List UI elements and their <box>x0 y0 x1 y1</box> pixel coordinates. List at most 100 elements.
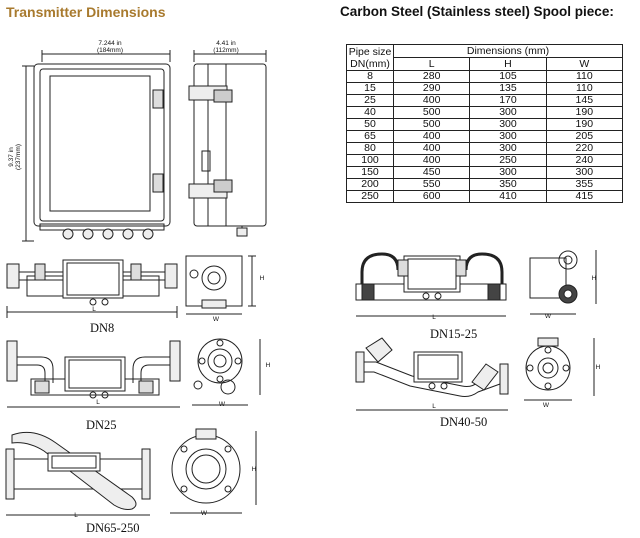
cell-L: 600 <box>392 190 471 203</box>
cell-dn: 25 <box>346 94 394 107</box>
cell-H: 135 <box>469 82 547 95</box>
dn8-label: DN8 <box>90 321 115 335</box>
dn40-50-dim-H: H <box>595 364 601 371</box>
cell-W: 240 <box>545 154 624 167</box>
cell-dn: 80 <box>346 142 394 155</box>
dn65-250-dim-W: W <box>200 510 208 517</box>
cell-dn: 150 <box>346 166 394 179</box>
cell-W: 190 <box>545 118 624 131</box>
cell-W: 190 <box>545 106 624 119</box>
dn15-25-label: DN15-25 <box>430 327 478 341</box>
cell-H: 105 <box>469 70 547 83</box>
dn40-50-dim-W: W <box>542 402 550 409</box>
cell-W: 110 <box>545 82 624 95</box>
header-pipe-size: Pipe size DN(mm) <box>346 44 394 71</box>
cell-dn: 200 <box>346 178 394 191</box>
dn40-50-front-view <box>352 334 512 414</box>
cell-W: 355 <box>545 178 624 191</box>
cell-H: 300 <box>469 130 547 143</box>
transmitter-depth-label: 4.41 in (112mm) <box>201 40 251 54</box>
dn25-end-view <box>188 335 268 415</box>
cell-L: 500 <box>392 106 471 119</box>
transmitter-height-in: 9.37 in <box>8 147 15 167</box>
dn25-front-view <box>5 335 185 415</box>
header-W: W <box>545 57 624 71</box>
dn65-250-dim-H: H <box>251 466 257 473</box>
dn25-dim-L: L <box>96 399 100 406</box>
cell-L: 500 <box>392 118 471 131</box>
cell-H: 250 <box>469 154 547 167</box>
transmitter-depth-in: 4.41 in <box>216 40 236 47</box>
cell-L: 550 <box>392 178 471 191</box>
cell-dn: 250 <box>346 190 394 203</box>
table-subheader-row: L H W <box>347 57 624 71</box>
cell-W: 110 <box>545 70 624 83</box>
cell-dn: 65 <box>346 130 394 143</box>
cell-L: 280 <box>392 70 471 83</box>
cell-L: 400 <box>392 154 471 167</box>
spool-piece-title: Carbon Steel (Stainless steel) Spool pie… <box>340 4 614 19</box>
cell-H: 300 <box>469 118 547 131</box>
dn15-25-dim-H: H <box>591 275 597 282</box>
header-L: L <box>392 57 471 71</box>
cell-L: 400 <box>392 142 471 155</box>
dn8-dim-H: H <box>259 275 265 282</box>
cell-W: 220 <box>545 142 624 155</box>
cell-dn: 50 <box>346 118 394 131</box>
dn65-250-end-view <box>160 425 265 525</box>
dn65-250-dim-L: L <box>74 512 78 519</box>
transmitter-width-in: 7.244 in <box>98 40 122 47</box>
cell-H: 170 <box>469 94 547 107</box>
dn65-250-front-view <box>4 425 159 525</box>
cell-H: 300 <box>469 142 547 155</box>
cell-dn: 8 <box>346 70 394 83</box>
cell-W: 205 <box>545 130 624 143</box>
table-header-row: Pipe size DN(mm) Dimensions (mm) <box>346 44 623 71</box>
dn40-50-label: DN40-50 <box>440 415 488 429</box>
header-dimensions: Dimensions (mm) <box>393 44 623 58</box>
transmitter-side-view <box>186 56 276 251</box>
dn8-front-view <box>5 250 180 320</box>
cell-L: 400 <box>392 130 471 143</box>
header-pipe-size-line2: DN(mm) <box>350 57 390 70</box>
dn25-dim-W: W <box>218 401 226 408</box>
cell-H: 410 <box>469 190 547 203</box>
dn8-end-view <box>182 250 262 320</box>
cell-W: 415 <box>545 190 624 203</box>
transmitter-width-mm: (184mm) <box>96 47 123 54</box>
dn15-25-end-view <box>524 246 604 326</box>
cell-W: 300 <box>545 166 624 179</box>
cell-L: 400 <box>392 94 471 107</box>
header-H: H <box>469 57 547 71</box>
transmitter-depth-mm: (112mm) <box>213 47 239 54</box>
cell-H: 300 <box>469 166 547 179</box>
cell-L: 450 <box>392 166 471 179</box>
dn15-25-front-view <box>352 246 512 326</box>
dn25-dim-H: H <box>265 362 271 369</box>
cell-dn: 40 <box>346 106 394 119</box>
dn15-25-dim-L: L <box>432 314 436 321</box>
dn40-50-dim-L: L <box>432 403 436 410</box>
cell-dn: 15 <box>346 82 394 95</box>
dn8-dim-W: W <box>212 316 220 323</box>
cell-W: 145 <box>545 94 624 107</box>
dn8-dim-L: L <box>92 306 96 313</box>
transmitter-front-view <box>20 56 185 251</box>
cell-H: 300 <box>469 106 547 119</box>
transmitter-width-label: 7.244 in (184mm) <box>80 40 140 54</box>
dn25-label: DN25 <box>86 418 117 432</box>
spool-dimensions-table: Pipe size DN(mm) Dimensions (mm) L H W 8… <box>346 44 624 203</box>
cell-L: 290 <box>392 82 471 95</box>
cell-dn: 100 <box>346 154 394 167</box>
dn40-50-end-view <box>516 334 606 414</box>
header-pipe-size-line1: Pipe size <box>348 45 392 58</box>
